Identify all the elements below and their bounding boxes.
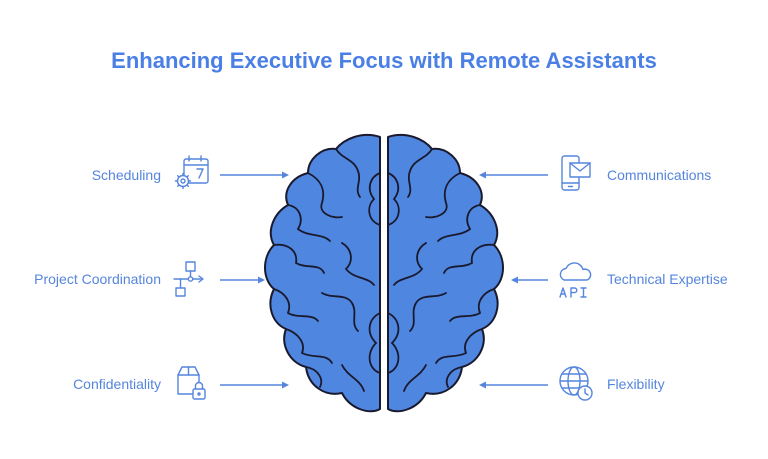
flexibility-connector-arrow <box>479 381 548 389</box>
box-lock-icon <box>177 366 206 400</box>
globe-clock-icon <box>559 366 593 401</box>
scheduling-connector-arrow <box>220 171 289 179</box>
label-flexibility: Flexibility <box>607 376 665 392</box>
cloud-api-icon <box>559 262 592 298</box>
project-coordination-connector-arrow <box>220 276 265 284</box>
label-project-coordination: Project Coordination <box>34 271 161 287</box>
calendar-gear-icon <box>174 155 209 190</box>
label-confidentiality: Confidentiality <box>73 376 161 392</box>
label-scheduling: Scheduling <box>91 167 161 183</box>
brain-right-hemisphere <box>387 133 504 413</box>
brain-illustration <box>264 133 504 413</box>
brain-left-hemisphere <box>264 133 381 413</box>
flowchart-icon <box>173 261 204 297</box>
technical-expertise-connector-arrow <box>511 276 548 284</box>
phone-mail-icon <box>561 155 591 191</box>
label-communications: Communications <box>607 167 712 183</box>
confidentiality-connector-arrow <box>220 381 289 389</box>
label-technical-expertise: Technical Expertise <box>607 271 728 287</box>
diagram-title: Enhancing Executive Focus with Remote As… <box>111 48 657 73</box>
communications-connector-arrow <box>479 171 548 179</box>
